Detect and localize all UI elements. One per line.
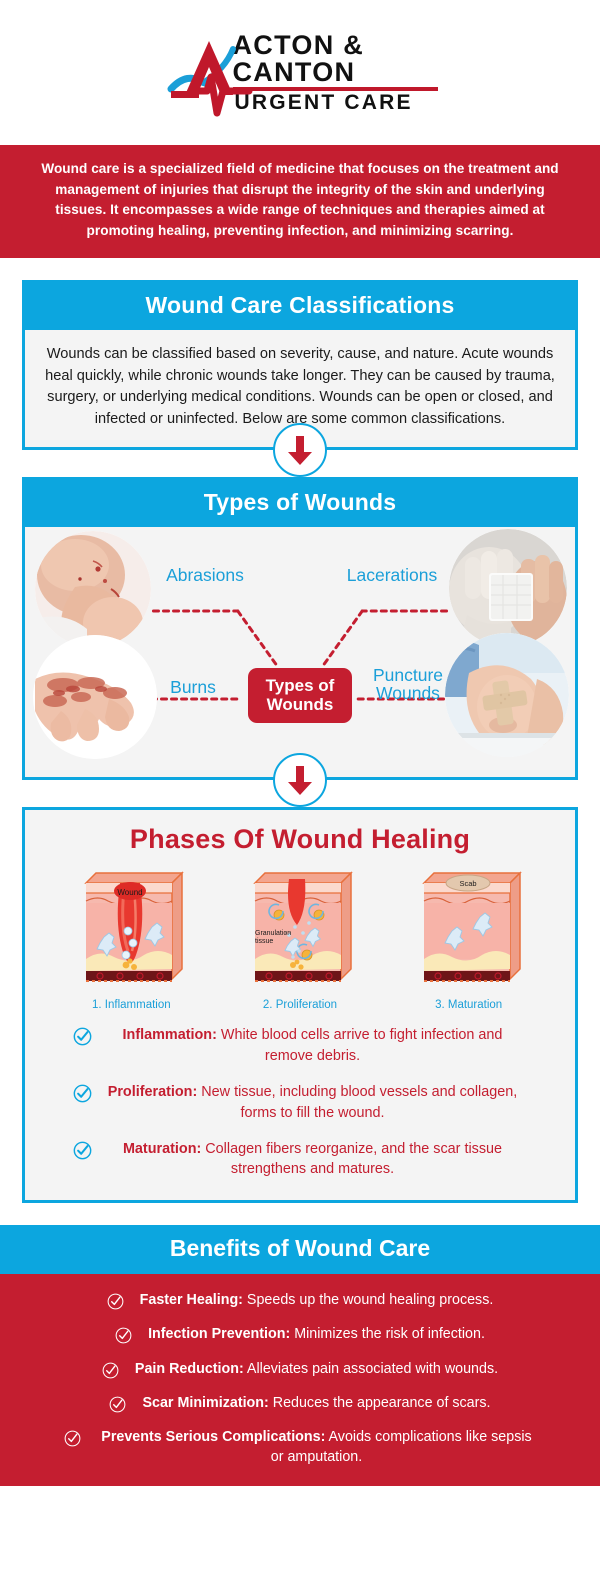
skin-cross-section-proliferation-icon: Granulation tissue: [253, 871, 353, 983]
label-puncture-line-2: Wounds: [376, 683, 440, 704]
logo-divider: [232, 86, 438, 91]
phase-diagram-3: Scab 3. Maturation: [394, 865, 544, 1011]
down-arrow-glyph: [288, 436, 312, 466]
phase-list-item: Inflammation: White blood cells arrive t…: [51, 1025, 549, 1066]
logo-header: ACTON & CANTON URGENT CARE: [0, 0, 600, 145]
phase-caption-1: 1. Inflammation: [92, 999, 171, 1012]
types-connector-lines: [149, 609, 453, 701]
label-lacerations: Lacerations: [346, 565, 438, 586]
benefit-item-term: Pain Reduction:: [134, 1360, 244, 1377]
benefits-list: Faster Healing: Speeds up the wound heal…: [0, 1273, 600, 1486]
benefit-list-item: Faster Healing: Speeds up the wound heal…: [0, 1290, 600, 1310]
classifications-title: Wound Care Classifications: [25, 282, 575, 330]
phase-item-text: Proliferation: New tissue, including blo…: [98, 1082, 528, 1123]
label-burns: Burns: [170, 677, 216, 698]
granulation-annotation-line2: tissue: [255, 938, 273, 945]
heartbeat-a-icon: [163, 27, 255, 119]
benefit-item-desc: Reduces the appearance of scars.: [268, 1394, 491, 1411]
label-puncture-line-1: Puncture: [372, 665, 444, 686]
classifications-card: Wound Care Classifications Wounds can be…: [22, 279, 578, 451]
benefit-item-term: Infection Prevention:: [148, 1326, 291, 1343]
benefit-item-term: Scar Minimization:: [142, 1394, 269, 1411]
check-circle-icon: [107, 1293, 124, 1310]
bandaged-knee-photo: [445, 633, 569, 758]
types-title: Types of Wounds: [25, 480, 575, 528]
scab-annotation: Scab: [459, 879, 476, 888]
check-circle-icon: [110, 1396, 126, 1413]
benefit-list-item: Scar Minimization: Reduces the appearanc…: [0, 1393, 600, 1413]
benefit-item-desc: Avoids complications like sepsis or ampu…: [270, 1429, 532, 1466]
check-circle-icon: [102, 1362, 119, 1378]
benefit-item-text: Faster Healing: Speeds up the wound heal…: [140, 1290, 494, 1310]
phase-item-term: Proliferation:: [107, 1084, 198, 1101]
benefit-item-text: Scar Minimization: Reduces the appearanc…: [142, 1393, 490, 1413]
benefit-item-term: Prevents Serious Complications:: [101, 1429, 326, 1446]
phase-item-term: Maturation:: [122, 1141, 202, 1157]
center-line-1: Types of: [265, 676, 335, 696]
classifications-section: Wound Care Classifications Wounds can be…: [0, 258, 600, 478]
wound-annotation: Wound: [118, 888, 143, 897]
label-puncture-wounds: Puncture Wounds: [349, 665, 467, 704]
phase-item-desc: New tissue, including blood vessels and …: [197, 1084, 518, 1121]
classifications-text: Wounds can be classified based on severi…: [45, 345, 555, 428]
benefit-list-item: Infection Prevention: Minimizes the risk…: [0, 1324, 600, 1344]
benefit-item-desc: Alleviates pain associated with wounds.: [243, 1360, 499, 1377]
check-circle-icon: [73, 1027, 91, 1046]
logo-wordmark: ACTON & CANTON URGENT CARE: [232, 30, 438, 114]
check-circle-icon: [115, 1327, 132, 1344]
check-circle-icon: [73, 1141, 91, 1160]
logo: ACTON & CANTON URGENT CARE: [145, 25, 455, 120]
phase-diagrams-row: Wound 1. Inflammation: [35, 865, 565, 1011]
benefits-section: Benefits of Wound Care Faster Healing: S…: [0, 1203, 600, 1486]
phases-card: Phases Of Wound Healing: [22, 807, 578, 1203]
phases-list: Inflammation: White blood cells arrive t…: [35, 1025, 565, 1180]
benefit-item-text: Pain Reduction: Alleviates pain associat…: [135, 1359, 498, 1379]
phase-list-item: Maturation: Collagen fibers reorganize, …: [51, 1139, 549, 1180]
burned-hand-photo: [33, 635, 157, 760]
label-abrasions: Abrasions: [166, 565, 244, 586]
benefits-title: Benefits of Wound Care: [0, 1224, 600, 1274]
abrasion-elbow-photo: [35, 531, 151, 648]
benefit-list-item: Pain Reduction: Alleviates pain associat…: [0, 1359, 600, 1379]
types-card: Types of Wounds: [22, 477, 578, 781]
benefit-item-desc: Minimizes the risk of infection.: [290, 1326, 485, 1343]
logo-line-2: CANTON: [232, 56, 356, 87]
skin-cross-section-maturation-icon: Scab: [421, 871, 522, 983]
phase-item-desc: Collagen fibers reorganize, and the scar…: [201, 1141, 503, 1178]
types-diagram: Abrasions Lacerations Burns Puncture Wou…: [25, 527, 575, 778]
granulation-annotation-line1: Granulation: [255, 930, 291, 937]
intro-banner: Wound care is a specialized field of med…: [0, 145, 600, 258]
logo-line-1: ACTON &: [232, 30, 365, 61]
benefit-item-text: Prevents Serious Complications: Avoids c…: [97, 1427, 537, 1468]
phase-item-text: Maturation: Collagen fibers reorganize, …: [98, 1139, 528, 1180]
phase-diagram-2: Granulation tissue 2. Proliferation: [225, 865, 375, 1011]
types-section: Types of Wounds: [0, 450, 600, 808]
phase-list-item: Proliferation: New tissue, including blo…: [51, 1082, 549, 1123]
phase-item-term: Inflammation:: [122, 1027, 217, 1044]
phase-diagram-1: Wound 1. Inflammation: [56, 865, 206, 1011]
classifications-body: Wounds can be classified based on severi…: [25, 329, 575, 448]
logo-line-3: URGENT CARE: [234, 90, 413, 114]
phases-section: Phases Of Wound Healing: [0, 780, 600, 1203]
check-circle-icon: [73, 1084, 91, 1103]
benefit-item-text: Infection Prevention: Minimizes the risk…: [148, 1324, 485, 1344]
bandaged-hand-photo: [449, 529, 567, 648]
phase-item-desc: White blood cells arrive to fight infect…: [216, 1027, 503, 1064]
skin-cross-section-inflammation-icon: Wound: [84, 871, 185, 983]
types-center-badge: Types of Wounds: [248, 668, 352, 724]
phase-caption-3: 3. Maturation: [435, 999, 503, 1012]
phase-item-text: Inflammation: White blood cells arrive t…: [98, 1025, 528, 1066]
phase-caption-2: 2. Proliferation: [262, 999, 338, 1012]
benefit-item-term: Faster Healing:: [139, 1291, 243, 1308]
check-circle-icon: [64, 1430, 80, 1447]
center-line-2: Wounds: [266, 695, 334, 715]
down-arrow-icon: [273, 423, 327, 478]
down-arrow-glyph: [288, 766, 312, 796]
phases-title: Phases Of Wound Healing: [129, 824, 471, 855]
benefit-item-desc: Speeds up the wound healing process.: [242, 1291, 494, 1308]
benefit-list-item: Prevents Serious Complications: Avoids c…: [0, 1427, 600, 1468]
down-arrow-icon: [273, 753, 327, 808]
